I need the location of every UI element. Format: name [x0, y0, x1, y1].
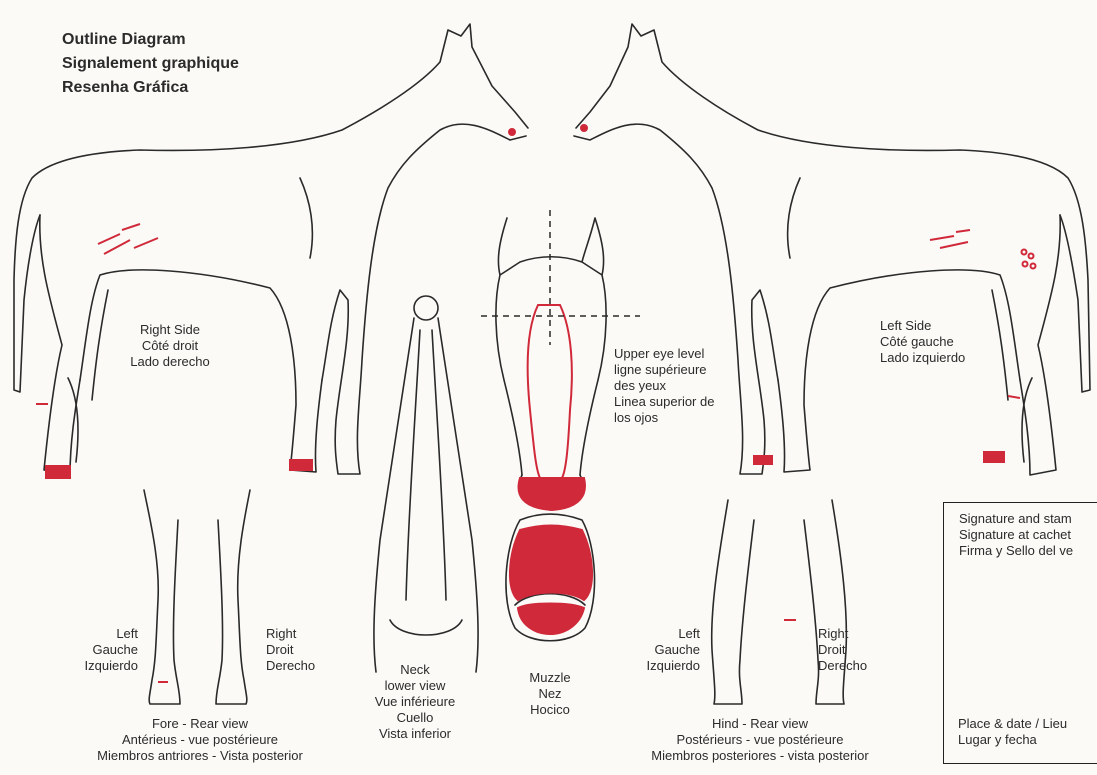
left-side-label: Left Side Côté gauche Lado izquierdo: [880, 318, 965, 366]
right-side-label: Right Side Côté droit Lado derecho: [110, 322, 230, 370]
signature-label: Signature and stam Signature at cachet F…: [959, 511, 1073, 559]
eye-level-crosshair: [481, 210, 640, 345]
place-date-label: Place & date / Lieu Lugar y fecha: [958, 716, 1067, 748]
red-markings: [36, 125, 1036, 682]
fore-caption: Fore - Rear view Antérieus - vue postéri…: [50, 716, 350, 764]
neck-label: Neck lower view Vue inférieure Cuello Vi…: [360, 662, 470, 742]
title-english: Outline Diagram: [62, 28, 239, 52]
fore-right-label: Right Droit Derecho: [266, 626, 315, 674]
diagram-title: Outline Diagram Signalement graphique Re…: [62, 28, 239, 100]
neck-lower-view-outline: [374, 296, 478, 672]
title-spanish: Resenha Gráfica: [62, 76, 239, 100]
hind-right-label: Right Droit Derecho: [818, 626, 867, 674]
head-front-view-outline: [496, 218, 606, 510]
fore-legs-rear-view-outline: [144, 490, 250, 704]
hind-caption: Hind - Rear view Postérieurs - vue posté…: [610, 716, 910, 764]
fore-left-label: Left Gauche Izquierdo: [68, 626, 138, 674]
eye-level-label: Upper eye level ligne supérieure des yeu…: [614, 346, 714, 426]
muzzle-label: Muzzle Nez Hocico: [510, 670, 590, 718]
title-french: Signalement graphique: [62, 52, 239, 76]
hind-left-label: Left Gauche Izquierdo: [630, 626, 700, 674]
